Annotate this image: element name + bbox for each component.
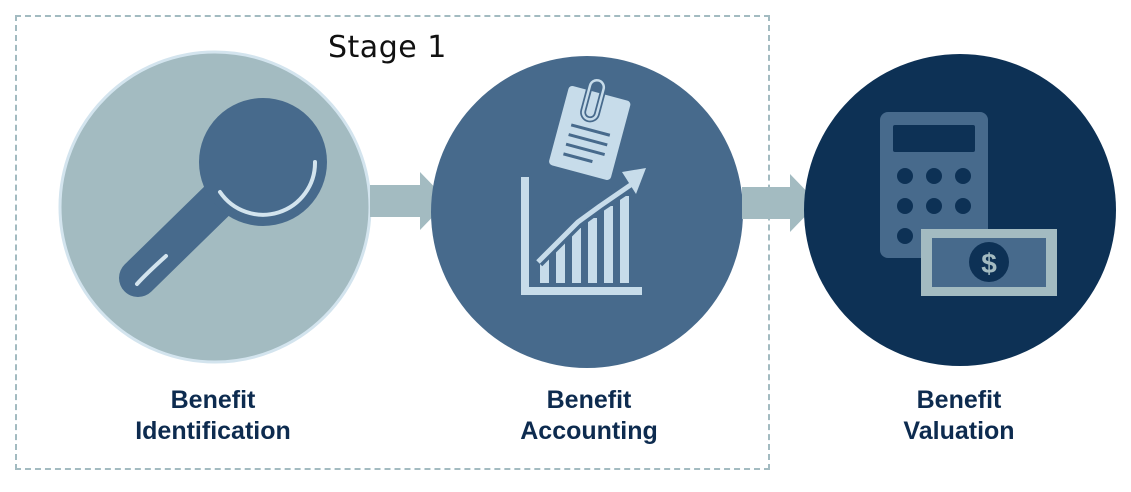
arrow-2-icon	[742, 174, 818, 232]
step-title-line-2: Identification	[135, 417, 291, 445]
stage-label: Stage 1	[328, 30, 447, 65]
step-title-line-1: Benefit	[170, 386, 256, 414]
step-title-line-1: Benefit	[916, 386, 1002, 414]
svg-text:$: $	[981, 248, 997, 279]
calculator-money-icon: $	[880, 112, 1057, 296]
clipboard-chart-icon	[521, 77, 646, 295]
step-label-identification: Benefit Identification	[93, 385, 333, 447]
arrow-1-icon	[370, 172, 448, 230]
magnifying-glass-icon	[119, 98, 327, 297]
stage-1-boundary	[15, 15, 770, 470]
step-title-line-1: Benefit	[546, 386, 632, 414]
step-label-accounting: Benefit Accounting	[469, 385, 709, 447]
step-title-line-2: Accounting	[520, 417, 658, 445]
step-label-valuation: Benefit Valuation	[839, 385, 1079, 447]
step-title-line-2: Valuation	[903, 417, 1015, 445]
